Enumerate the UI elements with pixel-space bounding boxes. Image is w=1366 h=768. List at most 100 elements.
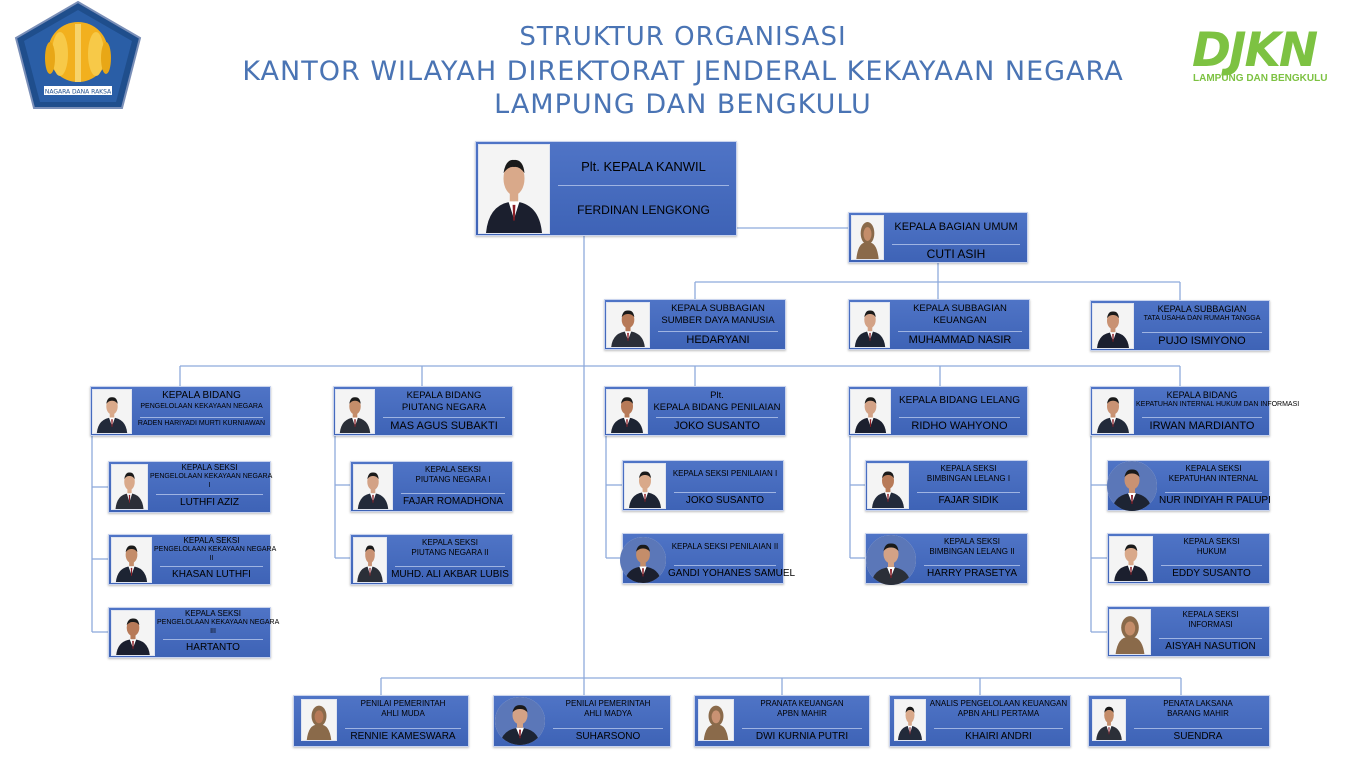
- role-title-line: KEPALA SEKSI: [185, 609, 241, 618]
- portrait-photo: [606, 389, 648, 434]
- portrait-photo: [1092, 303, 1134, 349]
- person-name: GANDI YOHANES SAMUEL: [668, 568, 796, 579]
- role-title-line: Plt.: [710, 390, 724, 401]
- role-title-line: AHLI MUDA: [381, 709, 425, 718]
- person-name: NUR INDIYAH R PALUPI: [1159, 495, 1271, 506]
- person-name: FAJAR ROMADHONA: [402, 496, 503, 507]
- portrait-photo: [867, 463, 909, 509]
- portrait-photo: [620, 537, 666, 583]
- portrait-photo: [698, 699, 734, 741]
- person-name: SUHARSONO: [575, 731, 641, 742]
- portrait-photo: [851, 215, 884, 260]
- role-title-line: KEPALA SUBBAGIAN: [913, 303, 1007, 314]
- role-title-line: AHLI MADYA: [584, 709, 632, 718]
- role-title-line: KEPALA SEKSI: [1185, 464, 1242, 473]
- role-title-line: KEPALA BIDANG: [1166, 390, 1238, 400]
- portrait-photo: [606, 302, 650, 348]
- box-divider: [1142, 332, 1262, 333]
- box-divider: [1159, 638, 1262, 639]
- role-title-line: Plt. KEPALA KANWIL: [581, 159, 706, 174]
- person-name: HEDARYANI: [686, 334, 750, 346]
- person-name: FERDINAN LENGKONG: [577, 203, 710, 217]
- box-divider: [1142, 417, 1262, 418]
- role-title-line: BIMBINGAN LELANG I: [926, 474, 1011, 483]
- person-name: EDDY SUSANTO: [1172, 568, 1251, 579]
- box-divider: [383, 417, 505, 418]
- role-title-line: KEUANGAN: [933, 314, 987, 326]
- box-divider: [742, 728, 862, 729]
- box-divider: [156, 494, 263, 495]
- box-divider: [558, 185, 729, 186]
- person-name: KHASAN LUTHFI: [172, 569, 251, 580]
- role-title-line: KEPALA BIDANG PENILAIAN: [653, 401, 781, 413]
- role-title-line: PIUTANG NEGARA: [401, 401, 487, 413]
- box-divider: [656, 417, 778, 418]
- person-name: MUHD. ALI AKBAR LUBIS: [391, 569, 509, 580]
- role-title-line: PENILAI PEMERINTAH: [360, 699, 446, 708]
- role-title-line: KEPALA SUBBAGIAN: [671, 303, 765, 314]
- person-name: AISYAH NASUTION: [1165, 641, 1256, 652]
- box-divider: [140, 417, 263, 418]
- role-title-line: SUMBER DAYA MANUSIA: [661, 314, 775, 326]
- person-name: MAS AGUS SUBAKTI: [390, 420, 498, 432]
- djkn-logo-text: DJKN: [1192, 23, 1318, 78]
- portrait-photo: [111, 610, 155, 656]
- box-divider: [674, 492, 776, 493]
- role-title-line: KEPALA BIDANG LELANG: [899, 395, 1020, 406]
- role-title-line: III: [210, 627, 216, 635]
- role-title-line: PENATA LAKSANA: [1163, 699, 1233, 708]
- portrait-photo: [1109, 536, 1153, 582]
- djkn-logo: DJKN LAMPUNG DAN BENGKULU: [1190, 26, 1356, 96]
- role-title-line: BARANG MAHIR: [1167, 709, 1229, 718]
- role-title-line: PIUTANG NEGARA I: [415, 475, 491, 484]
- person-name: HARRY PRASETYA: [926, 568, 1018, 579]
- person-name: PUJO ISMIYONO: [1158, 335, 1246, 347]
- box-divider: [917, 492, 1020, 493]
- person-name: KHAIRI ANDRI: [965, 731, 1032, 742]
- role-title-line: PENGELOLAAN KEKAYAAN NEGARA: [157, 619, 280, 626]
- role-title-line: BIMBINGAN LELANG II: [929, 547, 1015, 556]
- portrait-photo: [866, 535, 916, 585]
- role-title-line: ANALIS PENGELOLAAN KEUANGAN: [929, 699, 1068, 708]
- role-title-line: KEPALA SEKSI: [1183, 537, 1240, 546]
- box-divider: [892, 244, 1020, 245]
- role-title-line: KEPALA BIDANG: [406, 390, 482, 401]
- role-title-line: APBN AHLI PERTAMA: [957, 709, 1040, 718]
- role-title-line: KEPALA SEKSI: [181, 463, 238, 472]
- portrait-photo: [353, 537, 387, 583]
- portrait-photo: [301, 699, 337, 741]
- person-name: RIDHO WAHYONO: [911, 420, 1008, 432]
- djkn-logo-subtitle: LAMPUNG DAN BENGKULU: [1193, 73, 1328, 84]
- box-divider: [899, 417, 1020, 418]
- person-name: DWI KURNIA PUTRI: [755, 731, 849, 742]
- portrait-photo: [1109, 609, 1151, 655]
- box-divider: [924, 565, 1020, 566]
- role-title-line: KEPALA SUBBAGIAN: [1157, 304, 1247, 314]
- portrait-photo: [353, 464, 393, 510]
- box-divider: [401, 493, 505, 494]
- box-divider: [395, 566, 505, 567]
- box-divider: [160, 566, 263, 567]
- role-title-line: KEPALA SEKSI: [183, 536, 240, 545]
- role-title-line: KEPALA BIDANG: [162, 390, 241, 401]
- person-name: LUTHFI AZIZ: [180, 497, 239, 508]
- portrait-photo: [92, 389, 132, 434]
- kemenkeu-emblem: NAGARA DANA RAKSA: [14, 0, 142, 112]
- emblem-motto: NAGARA DANA RAKSA: [45, 89, 112, 96]
- box-divider: [1165, 492, 1262, 493]
- role-title-line: APBN MAHIR: [777, 709, 827, 718]
- portrait-photo: [624, 463, 666, 509]
- role-title-line: PENGELOLAAN KEKAYAAN NEGARA: [140, 402, 263, 410]
- box-divider: [163, 639, 263, 640]
- role-title-line: KEPALA SEKSI PENILAIAN II: [671, 542, 779, 551]
- portrait-photo: [1092, 389, 1134, 434]
- portrait-photo: [850, 302, 890, 348]
- role-title-line: I: [208, 481, 211, 489]
- portrait-photo: [1107, 461, 1157, 511]
- box-divider: [658, 331, 778, 332]
- box-divider: [553, 728, 663, 729]
- role-title-line: KEPALA SEKSI: [944, 537, 1000, 546]
- person-name: IRWAN MARDIANTO: [1149, 420, 1255, 432]
- role-title-line: INFORMASI: [1188, 620, 1233, 629]
- role-title-line: KEPATUHAN INTERNAL HUKUM DAN INFORMASI: [1136, 401, 1300, 409]
